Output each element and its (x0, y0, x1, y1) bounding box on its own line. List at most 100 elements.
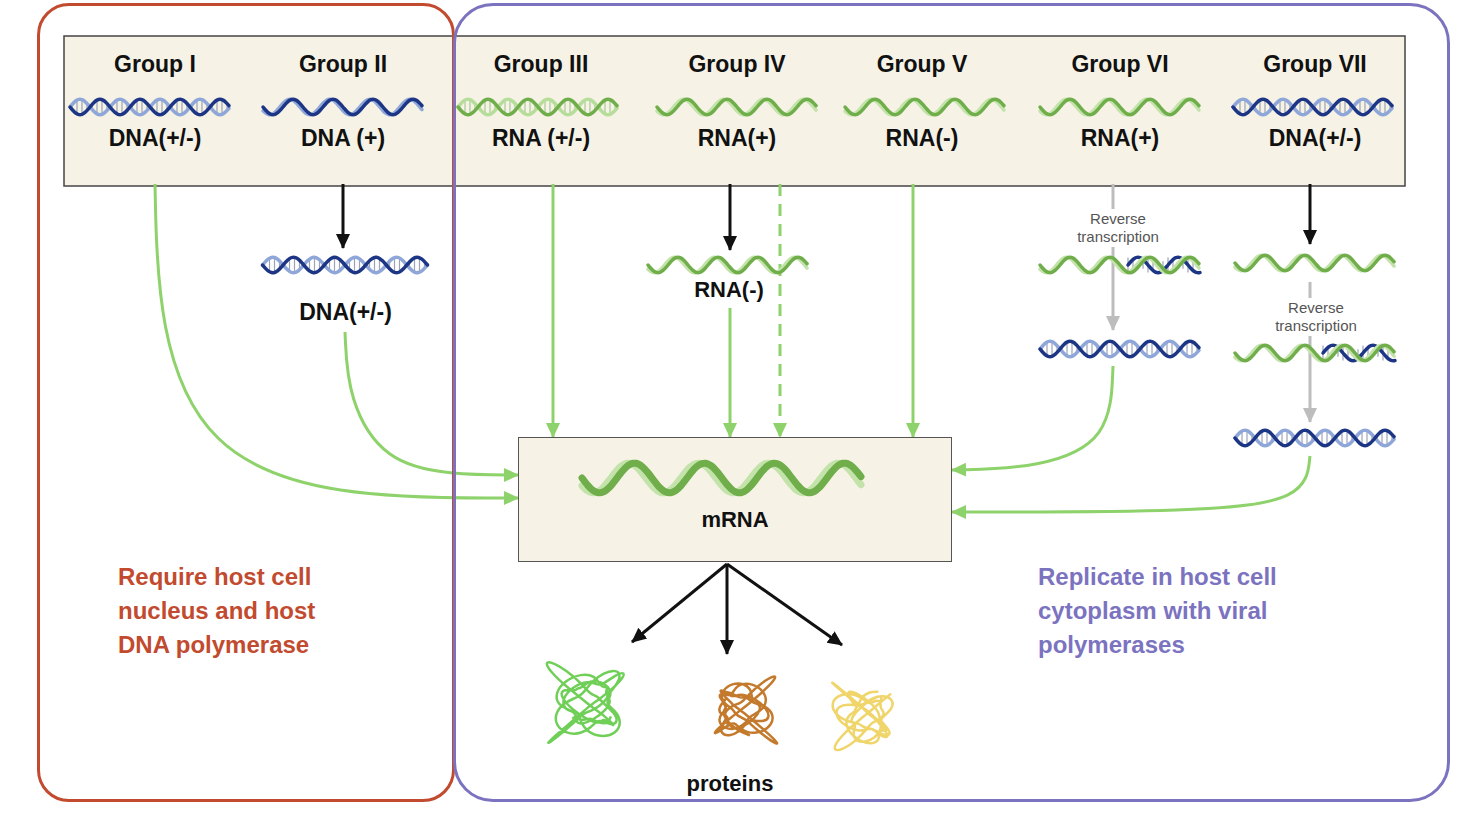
translation-arrow (726, 564, 729, 654)
genome-label: DNA(+/-) (109, 124, 202, 152)
nucleic-strand (582, 463, 861, 493)
connector-segment (952, 456, 1310, 512)
genome-helix (657, 99, 816, 114)
nucleic-strand (263, 99, 422, 114)
genome-helix (1040, 341, 1199, 356)
genome-helix (1235, 255, 1394, 270)
region-caption: Require host cell nucleus and host DNA p… (118, 560, 368, 662)
nucleic-strand (1235, 255, 1394, 270)
flow-connector (780, 184, 781, 437)
protein-structure (547, 662, 624, 743)
genome-helix (70, 99, 229, 114)
genome-label: mRNA (701, 506, 768, 534)
flow-connector (553, 184, 554, 437)
nucleic-strand (1040, 99, 1199, 114)
process-label: Reverse transcription (1066, 209, 1170, 247)
caption-label: proteins (687, 771, 774, 797)
translation-arrows (632, 564, 842, 654)
genome-label: DNA(+/-) (299, 298, 392, 326)
group-box: Group IV RNA(+) (647, 50, 827, 184)
base-pair (294, 257, 295, 273)
genome-helix (263, 257, 428, 273)
genome-helix (1040, 99, 1199, 114)
flow-connector (730, 184, 731, 250)
connector-segment (1309, 184, 1312, 244)
nucleic-strand (845, 99, 1004, 114)
intermediate-box: DNA(+/-) (263, 248, 428, 332)
cytoplasm-region: Replicate in host cell cytoplasm with vi… (453, 3, 1450, 802)
nucleic-strand (1235, 430, 1394, 445)
genome-label: RNA(-) (694, 276, 764, 304)
connector-segment (342, 184, 345, 248)
base-pair (334, 257, 335, 273)
genome-helix (582, 463, 861, 493)
base-pair (314, 257, 315, 273)
connector-segment (779, 184, 782, 437)
nucleic-strand (1040, 257, 1199, 272)
translation-arrow (632, 564, 727, 642)
flow-connector (155, 184, 518, 498)
nucleic-strand (1040, 257, 1199, 272)
genome-helix (263, 99, 422, 114)
translation-arrow (727, 564, 842, 645)
group-heading: Group VII (1263, 50, 1367, 78)
group-heading: Group VI (1071, 50, 1168, 78)
genome-helix (1235, 345, 1395, 360)
genome-label: RNA(+) (1081, 124, 1160, 152)
nucleic-strand (1235, 255, 1394, 270)
connector-segment (345, 332, 518, 475)
genome-label: DNA (+) (301, 124, 385, 152)
genome-helix (1233, 99, 1392, 114)
connector-segment (729, 308, 732, 437)
nucleic-strand (1233, 99, 1392, 114)
nucleic-strand (1235, 345, 1394, 360)
genome-helix (458, 99, 617, 114)
protein-structure (832, 683, 892, 750)
nucleic-strand (263, 257, 428, 272)
flow-connector (730, 308, 731, 437)
flow-connector (345, 332, 518, 475)
genome-helix (648, 257, 807, 272)
nucleic-strand (263, 99, 422, 114)
connector-segment (729, 184, 732, 250)
nucleic-strand (70, 99, 229, 114)
mrna-box-fill (518, 437, 952, 562)
base-pair (354, 257, 355, 273)
group-box: Group III RNA (+/-) (456, 50, 626, 184)
group-heading: Group V (877, 50, 968, 78)
genome-helix (1040, 257, 1200, 272)
genome-helix (1235, 430, 1394, 445)
genome-label: DNA(+/-) (1269, 124, 1362, 152)
host-nucleus-region: Require host cell nucleus and host DNA p… (37, 3, 455, 802)
nucleic-strand (648, 257, 807, 272)
nucleic-strand (657, 99, 816, 114)
nucleic-strand (657, 99, 816, 114)
nucleic-strand (582, 463, 861, 493)
protein-structure (715, 676, 777, 743)
flow-connector (343, 184, 344, 248)
nucleic-strand (458, 99, 617, 114)
group-box: Group VII DNA(+/-) (1225, 50, 1405, 184)
nucleic-strand (648, 257, 807, 272)
connector-segment (952, 366, 1113, 470)
connector-segment (155, 184, 518, 498)
base-pair (274, 257, 275, 272)
group-heading: Group III (494, 50, 589, 78)
region-caption: Replicate in host cell cytoplasm with vi… (1038, 560, 1338, 662)
nucleic-strand (1040, 341, 1199, 356)
group-heading: Group IV (688, 50, 785, 78)
nucleic-strand (263, 257, 428, 272)
genome-label: RNA(+) (698, 124, 777, 152)
group-heading: Group I (114, 50, 196, 78)
nucleic-strand (70, 99, 229, 114)
group-box: Group II DNA (+) (253, 50, 433, 184)
genome-label: RNA(-) (886, 124, 959, 152)
base-pair (374, 257, 375, 273)
nucleic-strand (845, 99, 1004, 114)
group-heading: Group II (299, 50, 387, 78)
nucleic-strand (1235, 345, 1394, 360)
mrna-box: mRNA (518, 437, 952, 562)
genome-label: RNA (+/-) (492, 124, 590, 152)
genome-band (64, 36, 1405, 186)
